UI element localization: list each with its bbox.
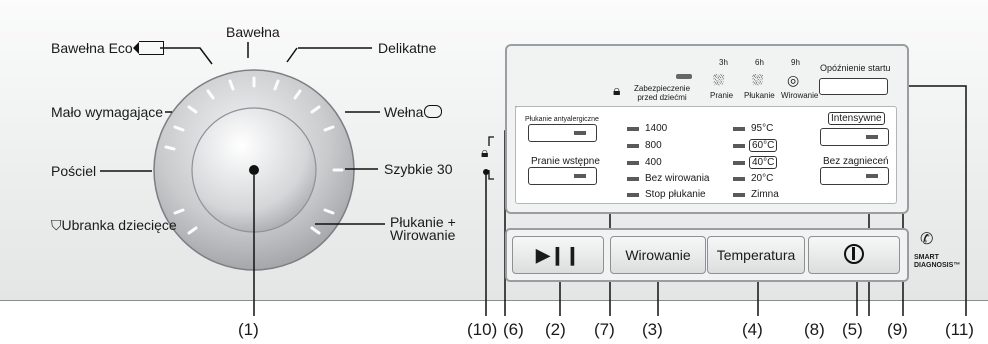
child-lock-bracket bbox=[488, 136, 494, 180]
temp-20: 20°C bbox=[751, 173, 774, 184]
program-welna: Wełna bbox=[384, 104, 443, 120]
start-pause-button[interactable]: ▶❙❙ bbox=[512, 236, 604, 274]
display-lower-area bbox=[515, 106, 897, 204]
power-icon bbox=[844, 244, 864, 264]
time-9h: 9h bbox=[791, 58, 800, 67]
callout-4: (4) bbox=[742, 320, 763, 339]
program-ubranka: ⛉Ubranka dziecięce bbox=[51, 217, 177, 233]
led-temp-60 bbox=[733, 144, 745, 148]
program-poscie: Pościel bbox=[51, 163, 97, 179]
child-lock-icon: 🔒︎ bbox=[613, 82, 621, 98]
temp-95: 95°C bbox=[751, 123, 774, 134]
led-temp-40 bbox=[733, 161, 745, 165]
phase-wirowanie: Wirowanie bbox=[781, 91, 819, 100]
spin-phase-icon: ◎ bbox=[787, 72, 800, 88]
spin-button[interactable]: Wirowanie bbox=[610, 236, 706, 274]
power-button[interactable] bbox=[808, 236, 900, 274]
spin-1400: 1400 bbox=[645, 123, 668, 134]
callout-5: (5) bbox=[842, 320, 863, 339]
program-delikatne: Delikatne bbox=[378, 40, 437, 56]
callout-11: (11) bbox=[945, 320, 974, 339]
callout-6: (6) bbox=[503, 320, 524, 339]
time-3h: 3h bbox=[719, 58, 728, 67]
callout-7: (7) bbox=[594, 320, 615, 339]
callout-3: (3) bbox=[642, 320, 663, 339]
child-lock-side-icon: 🔒︎ bbox=[481, 144, 489, 160]
dial-center-dot bbox=[249, 165, 259, 175]
delay-start-label: Opóźnienie startu bbox=[820, 63, 891, 73]
program-bawelna-eco: Bawełna Eco bbox=[51, 40, 164, 56]
prewash-button[interactable] bbox=[528, 167, 597, 185]
callout-1: (1) bbox=[238, 320, 259, 339]
temperature-button[interactable]: Temperatura bbox=[707, 236, 805, 274]
eco-tag-icon bbox=[132, 41, 164, 55]
led-temp-20 bbox=[733, 177, 745, 181]
child-lock-led bbox=[676, 74, 692, 79]
led-temp-cold bbox=[733, 193, 745, 197]
anti-allergic-label: Płukanie antyalergiczne bbox=[525, 116, 599, 123]
led-temp-95 bbox=[733, 127, 745, 131]
program-plukanie-wirowanie: Płukanie +Wirowanie bbox=[390, 214, 456, 243]
dial-ticks bbox=[164, 76, 344, 235]
temp-cold: Zimna bbox=[751, 189, 779, 200]
phase-plukanie: Płukanie bbox=[744, 91, 775, 100]
spin-none: Bez wirowania bbox=[645, 173, 710, 184]
spin-800: 800 bbox=[645, 140, 662, 151]
callout-9: (9) bbox=[887, 320, 908, 339]
rinse-phase-icon: ⛆ bbox=[752, 72, 764, 88]
phase-pranie: Pranie bbox=[710, 91, 734, 100]
anti-allergic-button[interactable] bbox=[528, 124, 597, 142]
spin-stop-rinse: Stop płukanie bbox=[645, 189, 706, 200]
baby-clothes-icon: ⛉ bbox=[51, 217, 62, 233]
delay-start-button[interactable] bbox=[819, 78, 888, 95]
led-spin-400 bbox=[627, 161, 639, 165]
led-spin-1400 bbox=[627, 127, 639, 131]
intensive-button[interactable] bbox=[820, 128, 889, 146]
callout-10: (10) bbox=[467, 320, 498, 339]
wool-icon bbox=[424, 105, 443, 118]
time-6h: 6h bbox=[755, 58, 764, 67]
temp-40: 40°C bbox=[749, 156, 778, 169]
led-stop-rinse bbox=[627, 193, 639, 197]
no-crease-label: Bez zagnieceń bbox=[823, 156, 889, 167]
led-no-spin bbox=[627, 177, 639, 181]
program-szybkie-30: Szybkie 30 bbox=[384, 161, 453, 177]
temp-60: 60°C bbox=[749, 139, 778, 152]
callout-2: (2) bbox=[545, 320, 566, 339]
smart-diagnosis-icon: ✆ bbox=[920, 231, 934, 248]
spin-400: 400 bbox=[645, 157, 662, 168]
play-pause-icon: ▶❙❙ bbox=[535, 245, 580, 265]
led-spin-800 bbox=[627, 144, 639, 148]
program-bawelna: Bawełna bbox=[226, 24, 280, 40]
wash-phase-icon: ⛆ bbox=[713, 72, 725, 88]
callout-8: (8) bbox=[804, 320, 825, 339]
no-crease-button[interactable] bbox=[820, 167, 889, 185]
prewash-label: Pranie wstępne bbox=[531, 156, 600, 167]
intensive-label: Intensywne bbox=[828, 112, 885, 125]
program-malo-wymagajace: Mało wymagające bbox=[51, 104, 164, 120]
